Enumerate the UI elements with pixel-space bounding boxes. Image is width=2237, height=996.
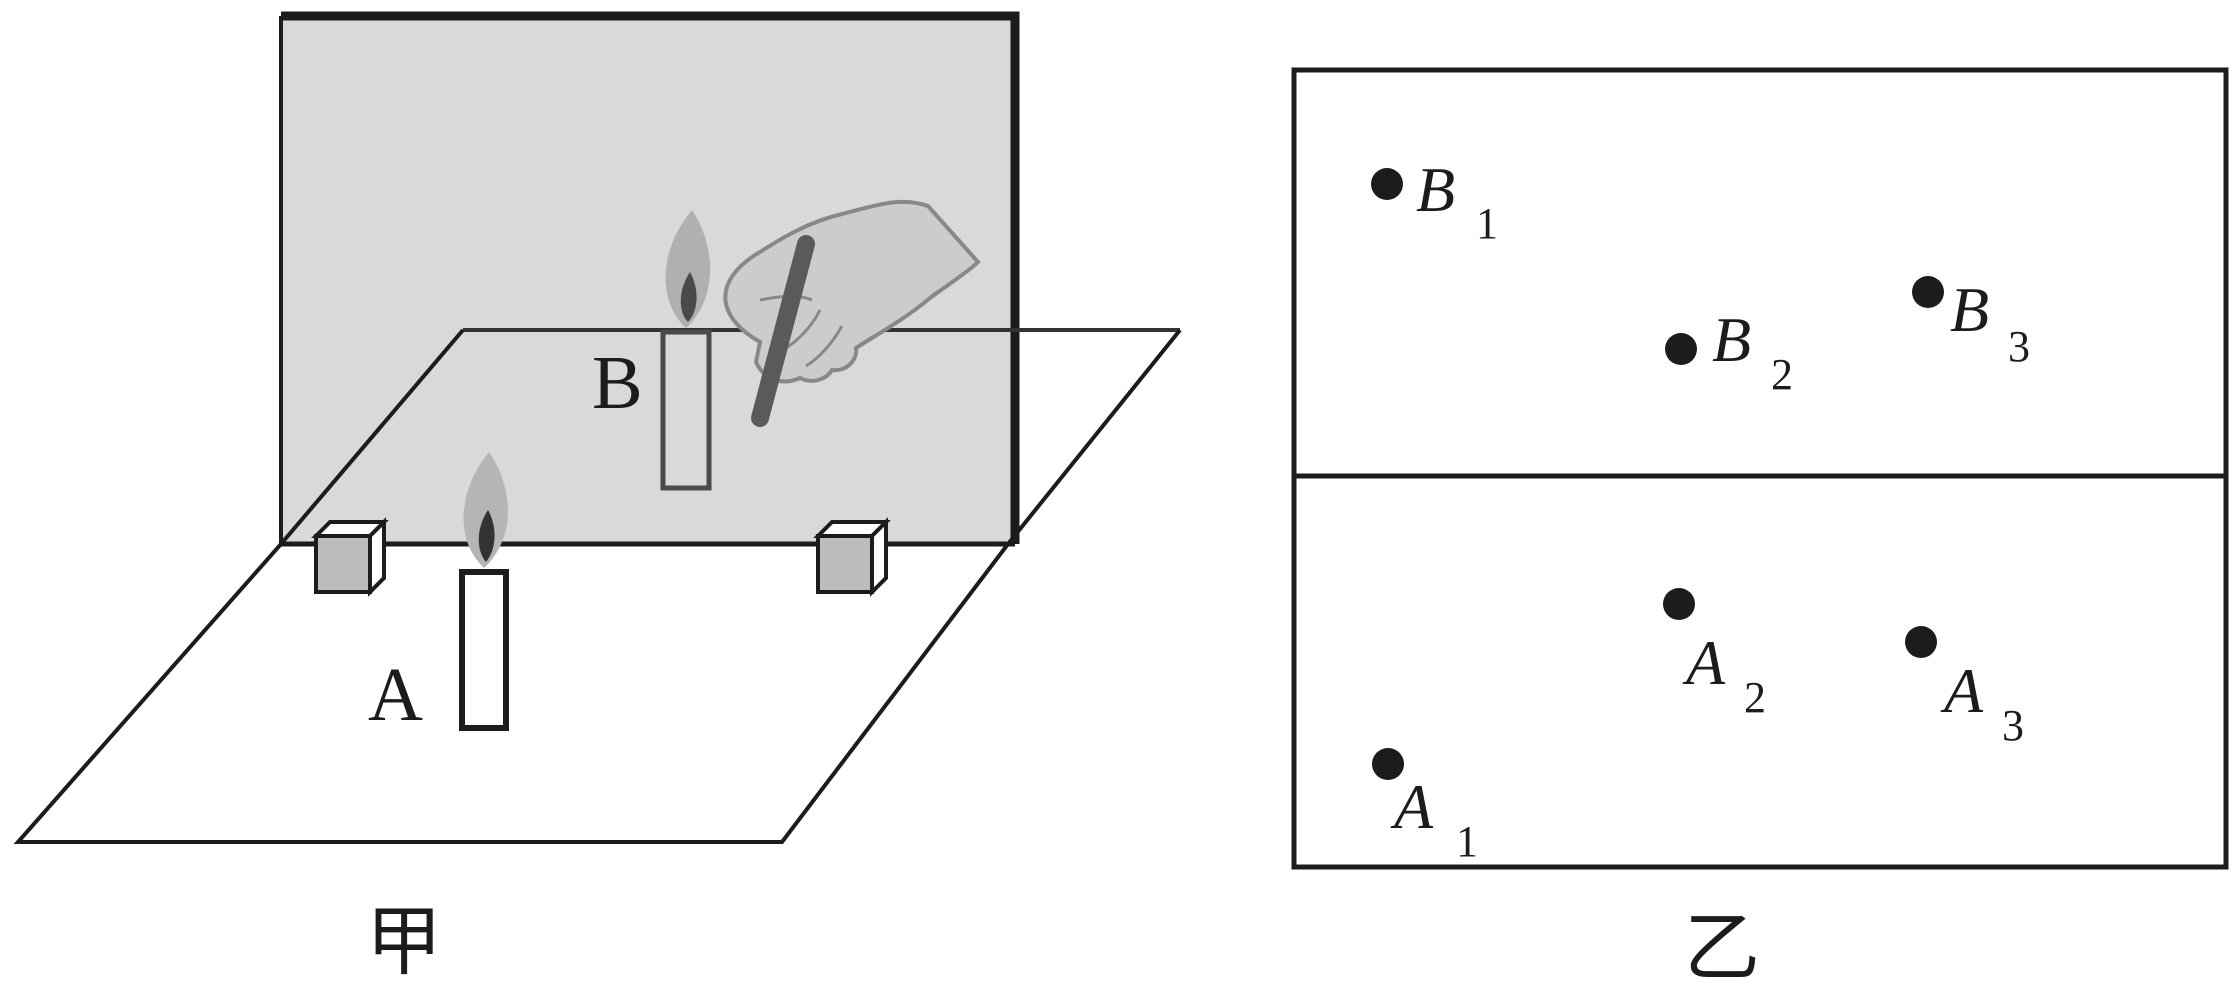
point-a2-dot	[1663, 588, 1695, 620]
candle-a	[459, 452, 509, 731]
glass-plate-frame	[281, 11, 1020, 544]
point-b1-dot	[1371, 168, 1403, 200]
paper-front	[13, 542, 1010, 844]
candle-b-label: B	[592, 341, 643, 425]
point-b1-sub: 1	[1476, 199, 1498, 248]
point-b1: B 1	[1371, 154, 1498, 248]
block-left	[311, 517, 389, 597]
point-b2-sub: 2	[1771, 350, 1793, 399]
caption-left: 甲	[366, 897, 442, 986]
pen	[751, 235, 815, 427]
point-a3: A 3	[1905, 626, 2024, 750]
block-right-side	[870, 517, 888, 597]
point-b3-sub: 3	[2008, 322, 2030, 371]
point-b3: B 3	[1912, 274, 2030, 371]
candle-a-flame-outer	[463, 452, 508, 568]
block-right	[813, 517, 891, 597]
block-left-front	[314, 534, 372, 594]
point-b2: B 2	[1665, 304, 1793, 399]
paper-back-left-edge	[279, 328, 465, 546]
candle-b-flame-inner	[680, 272, 697, 322]
candle-b-body	[660, 329, 712, 491]
point-a1-dot	[1372, 748, 1404, 780]
point-a1-sub: 1	[1456, 817, 1478, 866]
block-right-front	[816, 534, 874, 594]
candle-b-flame-outer	[665, 210, 711, 328]
point-a3-letter: A	[1940, 655, 1984, 726]
point-a3-dot	[1905, 626, 1937, 658]
point-b3-letter: B	[1950, 274, 1989, 345]
hand-with-pen	[723, 199, 981, 427]
point-a1: A 1	[1372, 748, 1478, 866]
paper-back-right-edge	[1006, 328, 1182, 546]
point-a1-letter: A	[1390, 771, 1434, 842]
point-a3-sub: 3	[2002, 701, 2024, 750]
candle-a-flame-inner	[478, 510, 495, 562]
caption-right: 乙	[1684, 903, 1760, 992]
point-a2: A 2	[1663, 588, 1766, 722]
point-a2-letter: A	[1682, 627, 1726, 698]
point-b2-dot	[1665, 333, 1697, 365]
point-b3-dot	[1912, 276, 1944, 308]
figure-right: B 1 B 2 B 3 A 1 A 2 A 3 乙	[1291, 67, 2229, 992]
figure-left: A B 甲	[13, 11, 1182, 986]
candle-b	[660, 210, 712, 491]
block-left-side	[368, 517, 386, 597]
candle-a-body	[459, 569, 509, 731]
candle-a-label: A	[368, 653, 423, 737]
point-b1-letter: B	[1416, 154, 1455, 225]
record-sheet	[1291, 67, 2229, 870]
point-a2-sub: 2	[1744, 673, 1766, 722]
point-b2-letter: B	[1712, 304, 1751, 375]
